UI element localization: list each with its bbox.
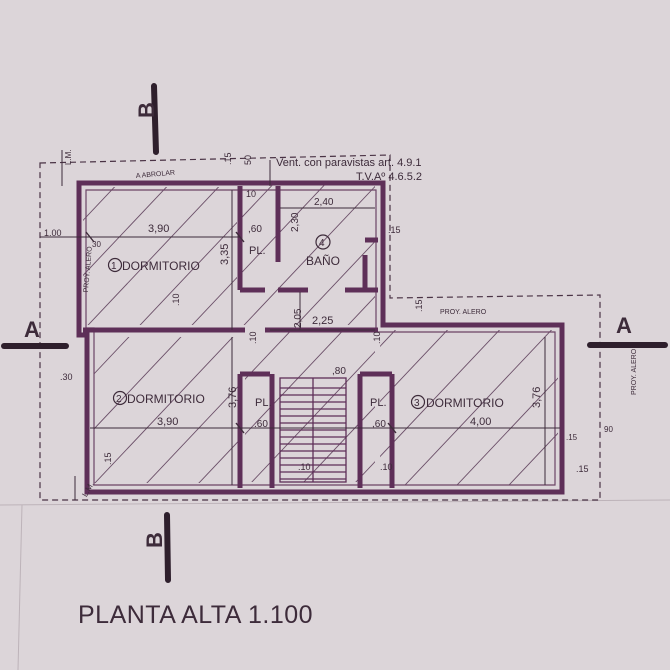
ventilation-note: Vent. con paravistas art. 4.9.1 xyxy=(276,157,422,169)
dimension-text: .60 xyxy=(254,419,268,430)
diagonal-hatching xyxy=(83,185,558,485)
dimension-text: 2,25 xyxy=(312,315,333,327)
dimension-text: .15 xyxy=(223,152,233,165)
dimension-text: 30 xyxy=(92,240,101,249)
room-number: 3 xyxy=(414,398,420,409)
section-marker-b-top: B xyxy=(134,83,159,155)
dimension-text: .10 xyxy=(171,293,181,306)
section-label: A xyxy=(616,313,632,338)
exterior-wall xyxy=(76,180,565,495)
dimension-text: 3,76 xyxy=(531,387,543,408)
pl-label: PL. xyxy=(249,245,266,257)
room-name: BAÑO xyxy=(306,254,340,268)
eaves-label: A ABROLAR xyxy=(136,170,176,180)
section-marker-a-right: A xyxy=(587,313,668,348)
eaves-label: PROY. ALERO xyxy=(631,348,638,395)
dimension-text: .10 xyxy=(298,462,311,472)
dimension-text: 90 xyxy=(604,425,613,434)
room-number: 1 xyxy=(111,261,117,272)
dimension-text: .10 xyxy=(372,331,382,344)
dimension-text: 3,76 xyxy=(227,387,239,408)
pl-label: PL. xyxy=(255,397,272,409)
section-marker-a-left: A xyxy=(1,317,69,349)
dimension-text: .15 xyxy=(388,225,401,235)
room-3-label: 3 DORMITORIO xyxy=(410,394,504,410)
room-4-label: 4 BAÑO xyxy=(306,234,340,268)
dimension-text: ,60 xyxy=(248,224,262,235)
dimension-text: 1.00 xyxy=(44,228,62,238)
room-2-label: 2 DORMITORIO xyxy=(112,390,205,406)
room-name: DORMITORIO xyxy=(426,396,504,410)
dimension-text: 2,30 xyxy=(290,212,301,232)
room-name: DORMITORIO xyxy=(122,259,200,273)
room-number: 2 xyxy=(116,394,122,405)
dimension-text: 2,05 xyxy=(293,308,304,328)
staircase xyxy=(279,377,347,483)
section-label: B xyxy=(134,102,159,118)
paper-fold-line xyxy=(0,499,670,506)
dimension-lines xyxy=(40,150,560,500)
dimension-text: .10 xyxy=(248,331,258,344)
section-label: A xyxy=(24,317,40,342)
pl-label: PL. xyxy=(370,397,387,409)
page-title: PLANTA ALTA 1.100 xyxy=(78,601,313,629)
room-name: DORMITORIO xyxy=(127,392,205,406)
room-number: 4 xyxy=(319,238,325,249)
dimension-text: 3,90 xyxy=(157,416,178,428)
property-line-label: L.M. xyxy=(64,149,73,165)
room-1-label: 1 DORMITORIO xyxy=(107,257,200,273)
tva-note: T.V.Aº 4.6.5.2 xyxy=(356,171,422,183)
dimension-text: .15 xyxy=(576,464,589,474)
dimension-text: .15 xyxy=(566,433,578,442)
section-label: B xyxy=(142,532,167,548)
eaves-label: PROY. ALERO xyxy=(83,246,94,293)
dimension-text: 4,00 xyxy=(470,416,491,428)
dimension-text: 50 xyxy=(243,155,253,165)
paper-fold-line xyxy=(17,504,23,670)
dimension-text: 3,90 xyxy=(148,223,169,235)
dimension-text: .30 xyxy=(60,372,73,382)
dimension-text: .10 xyxy=(380,462,393,472)
dimension-text: .15 xyxy=(414,299,424,312)
section-marker-b-bottom: B xyxy=(142,512,171,583)
dimension-text: 3,35 xyxy=(219,244,231,265)
dimension-text: ,60 xyxy=(372,419,386,430)
eaves-label: PROY. ALERO xyxy=(440,309,487,316)
dimension-text: 2,40 xyxy=(314,197,334,208)
dimension-text: ,80 xyxy=(332,366,346,377)
dimension-text: .15 xyxy=(103,452,113,465)
dimension-text: 10 xyxy=(246,189,256,199)
eaves-projection-outline xyxy=(39,154,601,501)
